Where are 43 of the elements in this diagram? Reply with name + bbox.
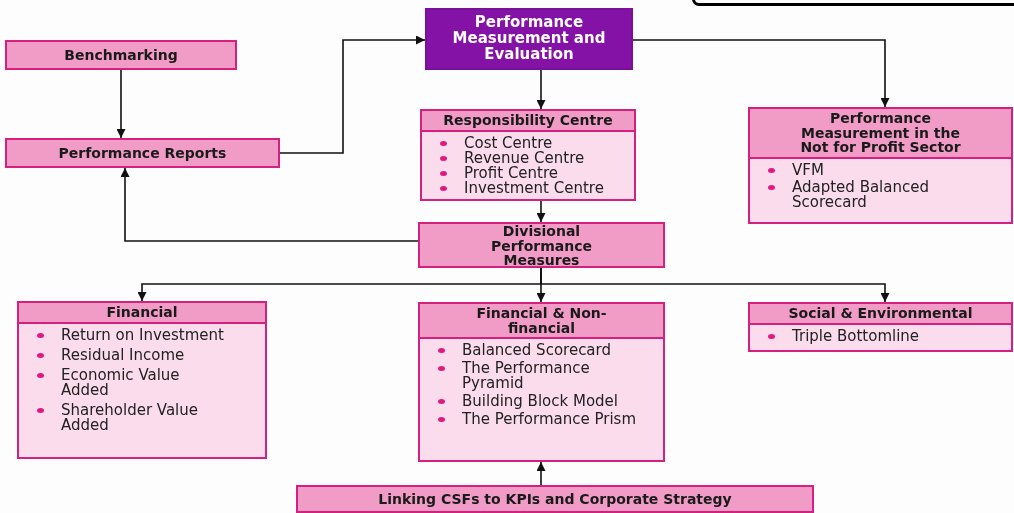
bullet-item: Shareholder Value Added (33, 402, 259, 433)
box-heading: Benchmarking (63, 45, 179, 65)
list-box (420, 109, 636, 201)
process-box (418, 222, 665, 268)
bullet-item: VFM (764, 163, 1005, 179)
bullet-item: Adapted Balanced Scorecard (764, 180, 1005, 211)
bullet-item: Triple Bottomline (764, 328, 1005, 344)
bullet-item: Balanced Scorecard (434, 343, 657, 359)
box-heading: Linking CSFs to KPIs and Corporate Strategy (377, 489, 733, 509)
box-heading: Social & Environmental (750, 304, 1011, 325)
title-box (425, 8, 633, 70)
box-heading: Financial (19, 303, 265, 324)
process-box (296, 485, 814, 513)
process-box (5, 40, 237, 70)
bullet-item: Return on Investment (33, 327, 259, 343)
bullet-item: The Performance Pyramid (434, 361, 657, 392)
arrow (536, 69, 546, 110)
bullet-item: The Performance Prism (434, 412, 657, 428)
arrow (536, 461, 546, 486)
bullet-item: Economic Value Added (33, 367, 259, 398)
arrow (279, 35, 426, 154)
list-box (748, 107, 1013, 224)
list-box (17, 301, 267, 459)
box-heading: Performance Reports (57, 143, 228, 163)
arrow (536, 200, 546, 223)
box-heading: Performance Measurement and Evaluation (451, 12, 607, 65)
process-box (5, 138, 280, 168)
arrow (540, 267, 890, 303)
list-box (748, 302, 1013, 352)
box-heading: Performance Measurement in the Not for Profit Sector (750, 109, 1011, 160)
bullet-item: Building Block Model (434, 394, 657, 410)
box-heading: Responsibility Centre (422, 111, 634, 132)
bullet-item: Revenue Centre (436, 150, 628, 166)
box-heading: Divisional Performance Measures (489, 224, 594, 269)
bullet-item: Residual Income (33, 347, 259, 363)
bullet-item: Profit Centre (436, 165, 628, 181)
arrow (632, 39, 890, 108)
list-box (418, 302, 665, 462)
arrow (116, 69, 126, 139)
bullet-item: Investment Centre (436, 180, 628, 196)
bullet-item: Cost Centre (436, 135, 628, 151)
arrow (120, 167, 419, 242)
box-heading: Financial & Non-financial (420, 304, 663, 340)
